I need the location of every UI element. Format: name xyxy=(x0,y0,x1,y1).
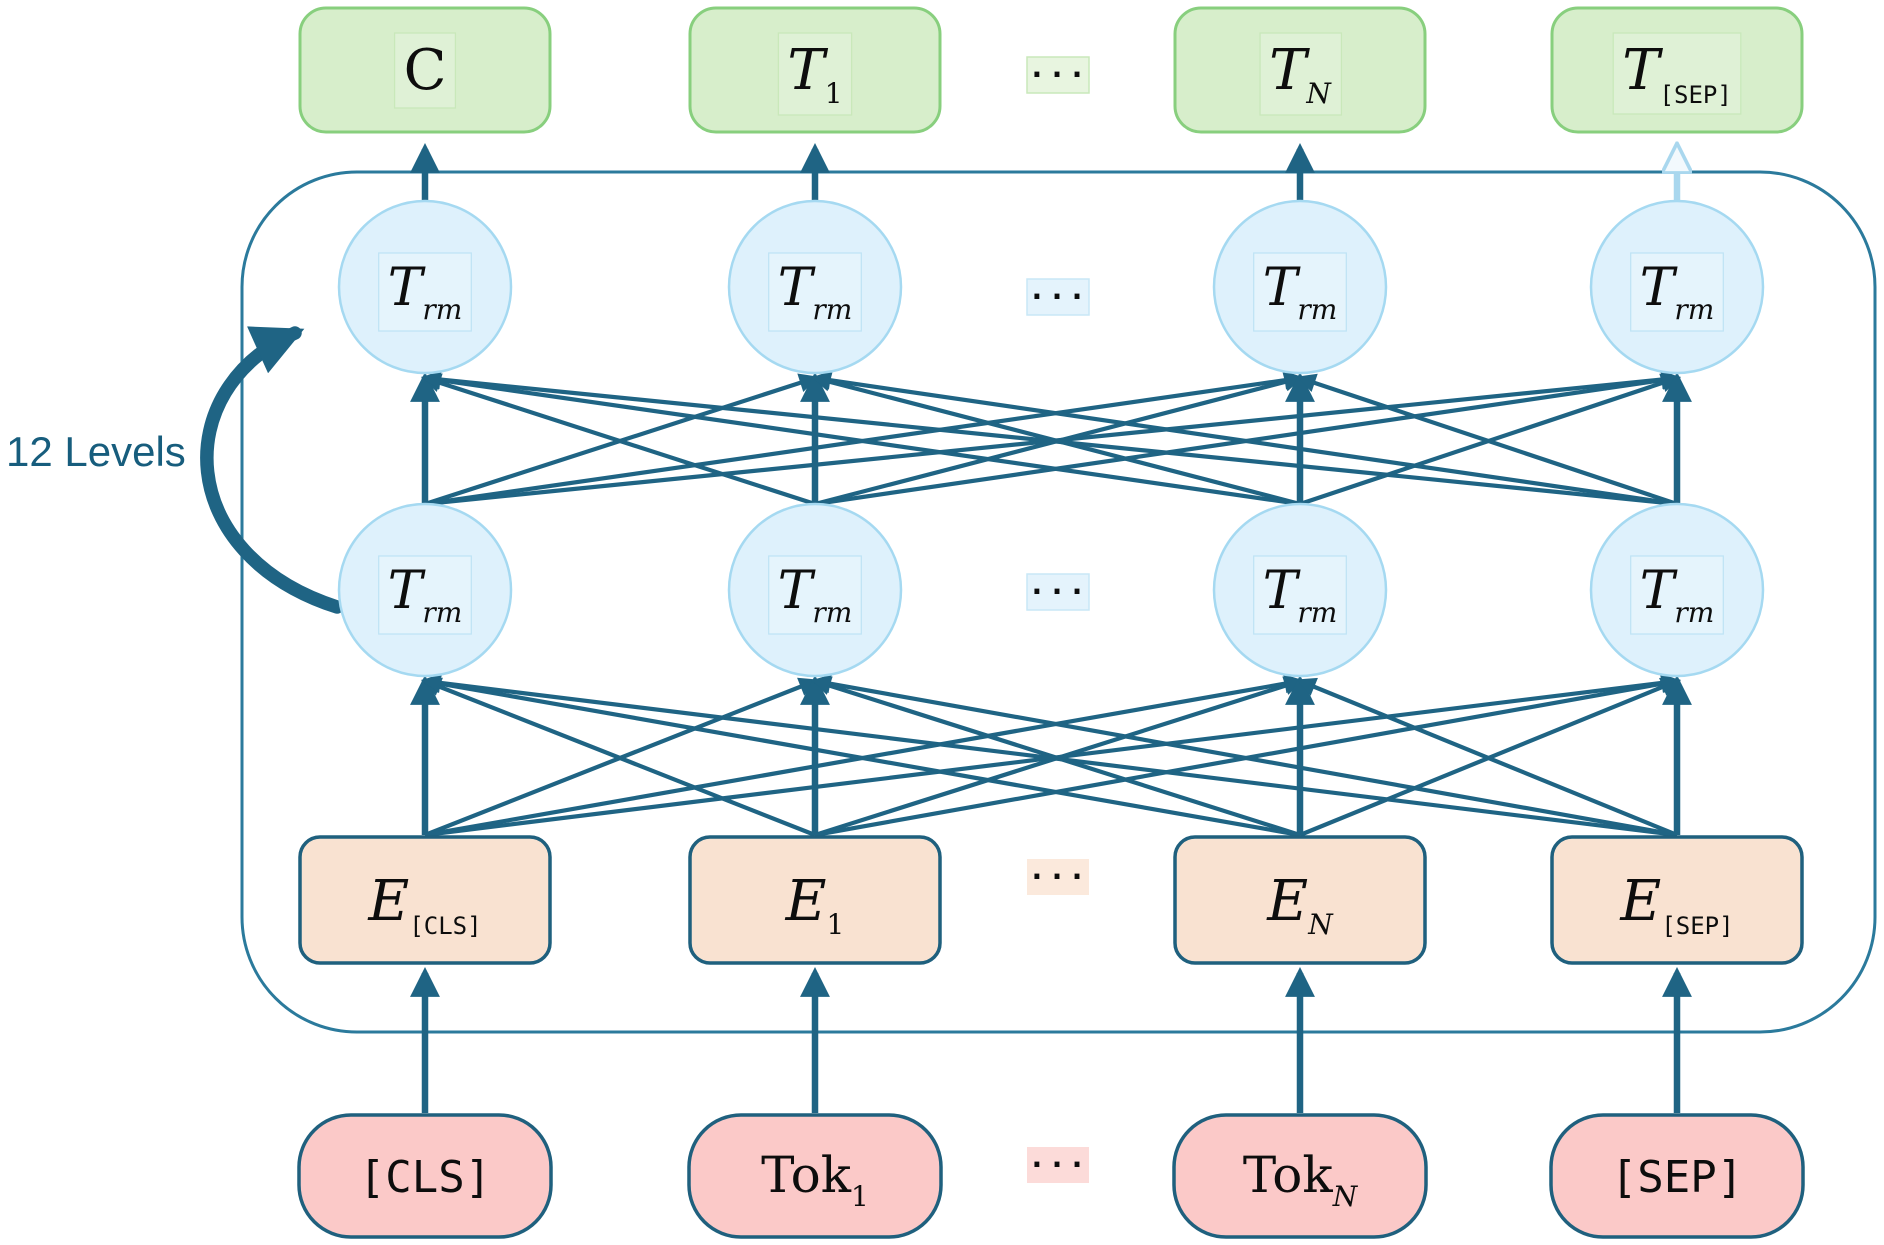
output-box-3 xyxy=(1550,6,1804,134)
label-inner-box xyxy=(777,32,853,116)
embedding-box-1 xyxy=(688,835,942,965)
label-inner-box xyxy=(1630,555,1724,635)
connections-layer xyxy=(410,149,1692,1113)
trm-circle-layer1-0 xyxy=(337,199,513,375)
token-box-0 xyxy=(297,1113,553,1239)
trm-label-layer1-0: Trm xyxy=(388,258,463,326)
trm-circle-layer2-1 xyxy=(727,502,903,678)
token-label-3: [SEP] xyxy=(1611,1152,1743,1203)
output-label-1: T1 xyxy=(787,38,842,110)
ellipsis-token-box xyxy=(1027,1147,1089,1183)
ellipsis-trm-layer2-box xyxy=(1026,573,1090,611)
ellipsis-output-box xyxy=(1026,56,1090,94)
ellipsis-trm-layer1-dots: ··· xyxy=(1028,280,1088,315)
levels-loop-arrow xyxy=(200,326,344,614)
label-inner-box xyxy=(768,252,862,332)
output-label-2: TN xyxy=(1269,38,1332,110)
ellipsis-trm-layer1-box xyxy=(1026,278,1090,316)
embedding-label-0: E[CLS] xyxy=(367,869,481,940)
attention-line-embed-to-trm xyxy=(421,673,1678,838)
output-box-0 xyxy=(298,6,552,134)
output-label-0: C xyxy=(404,38,447,103)
label-inner-box xyxy=(378,555,472,635)
embedding-box-0 xyxy=(298,835,552,965)
label-inner-box xyxy=(1259,32,1343,116)
trm-label-layer2-1: Trm xyxy=(778,561,853,629)
attention-line-embed-to-trm xyxy=(1296,677,1678,837)
label-inner-box xyxy=(1253,252,1347,332)
ellipsis-layer: ··· ··· ··· ··· ··· xyxy=(1026,56,1090,1183)
embedding-box-3 xyxy=(1550,835,1804,965)
label-inner-box xyxy=(1253,555,1347,635)
attention-line-trm-to-trm xyxy=(421,369,1678,507)
encoder-stack-container xyxy=(240,170,1877,1034)
embedding-label-3: E[SEP] xyxy=(1619,869,1733,940)
label-inner-box xyxy=(393,32,457,109)
token-box-2 xyxy=(1172,1113,1428,1239)
trm-label-layer2-3: Trm xyxy=(1640,561,1715,629)
embedding-box-2 xyxy=(1173,835,1427,965)
ellipsis-token-dots: ··· xyxy=(1028,1148,1088,1183)
token-box-3 xyxy=(1549,1113,1805,1239)
token-label-1: Tok1 xyxy=(761,1146,869,1213)
trm-circle-layer2-2 xyxy=(1212,502,1388,678)
label-inner-box xyxy=(768,555,862,635)
attention-line-trm-to-trm xyxy=(421,370,1301,507)
attention-line-trm-to-trm xyxy=(421,373,816,506)
attention-line-trm-to-trm xyxy=(811,370,1678,507)
output-box-2 xyxy=(1173,6,1427,134)
token-label-0: [CLS] xyxy=(359,1152,491,1203)
attention-line-embed-to-trm xyxy=(421,677,816,837)
embedding-label-1: E1 xyxy=(785,869,845,941)
trm-label-layer2-2: Trm xyxy=(1263,561,1338,629)
label-inner-box xyxy=(378,252,472,332)
levels-label: 12 Levels xyxy=(6,428,186,475)
trm-label-layer1-2: Trm xyxy=(1263,258,1338,326)
ellipsis-embedding-dots: ··· xyxy=(1028,860,1088,895)
output-box-1 xyxy=(688,6,942,134)
trm-label-layer2-0: Trm xyxy=(388,561,463,629)
attention-line-embed-to-trm xyxy=(421,674,1301,838)
label-inner-box xyxy=(1612,32,1742,115)
trm-circle-layer2-0 xyxy=(337,502,513,678)
ellipsis-trm-layer2-dots: ··· xyxy=(1028,575,1088,610)
label-inner-box xyxy=(1630,252,1724,332)
trm-label-layer1-1: Trm xyxy=(778,258,853,326)
token-box-1 xyxy=(687,1113,943,1239)
trm-label-layer1-3: Trm xyxy=(1640,258,1715,326)
trm-circle-layer1-3 xyxy=(1589,199,1765,375)
trm-circle-layer2-3 xyxy=(1589,502,1765,678)
nodes-layer: CTrmTrmE[CLS][CLS]T1TrmTrmE1Tok1TNTrmTrm… xyxy=(297,6,1805,1239)
output-label-3: T[SEP] xyxy=(1622,38,1732,109)
ellipsis-output-dots: ··· xyxy=(1028,58,1088,93)
attention-line-embed-to-trm xyxy=(811,674,1678,838)
trm-circle-layer1-2 xyxy=(1212,199,1388,375)
token-label-2: TokN xyxy=(1243,1146,1359,1213)
embedding-label-2: EN xyxy=(1266,869,1334,941)
background-layer xyxy=(200,170,1877,1034)
ellipsis-embedding-box xyxy=(1027,859,1089,895)
attention-line-trm-to-trm xyxy=(1296,373,1678,506)
trm-circle-layer1-1 xyxy=(727,199,903,375)
